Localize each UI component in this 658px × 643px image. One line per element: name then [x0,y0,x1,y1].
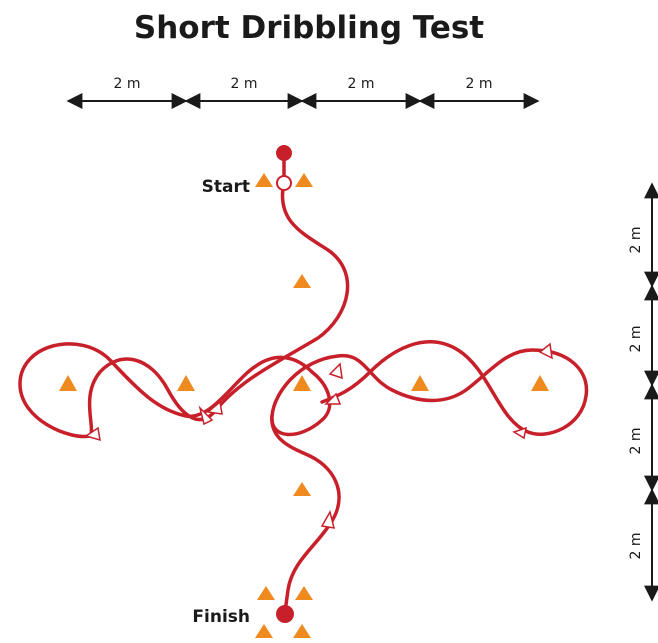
finish-label: Finish [192,607,250,627]
cone-row-3 [293,375,311,391]
start-marker [276,145,292,161]
path-finish-segment [270,414,341,614]
top-dim-label-2: 2 m [231,76,258,92]
top-dim-label-1: 2 m [114,76,141,92]
path-arrow-8 [320,510,336,529]
cone-row-5 [531,375,549,391]
cone-finish-lower-left [255,624,273,638]
cones [59,173,549,638]
path-arrow-6 [512,426,527,440]
cone-row-2 [177,375,195,391]
side-dim-label-1: 2 m [628,227,644,254]
side-dim-label-3: 2 m [628,428,644,455]
top-dim-label-4: 2 m [466,76,493,92]
dribbling-path [18,156,589,614]
cone-upper-center [293,274,311,288]
path-left-loops [18,342,314,439]
cone-finish-upper-left [257,586,275,600]
top-dim-label-3: 2 m [348,76,375,92]
diagram-title: Short Dribbling Test [134,10,484,46]
side-dim-label-2: 2 m [628,326,644,353]
cone-finish-upper-right [295,586,313,600]
path-arrow-2 [84,426,101,442]
cone-finish-lower-right [293,624,311,638]
path-arrow-3 [198,405,214,426]
path-start-segment [214,156,350,412]
cone-lower-center [293,482,311,496]
path-arrow-5 [324,392,342,405]
side-dim-label-4: 2 m [628,533,644,560]
cone-start-left [255,173,273,187]
path-arrow-1 [206,400,223,415]
cone-row-4 [411,375,429,391]
cone-row-1 [59,375,77,391]
start-ring [276,175,292,191]
cone-start-right [295,173,313,187]
finish-marker [276,605,294,623]
start-label: Start [202,177,250,197]
path-direction-markers [84,342,553,529]
path-arrow-7 [538,342,553,360]
path-arrow-4 [328,362,343,380]
